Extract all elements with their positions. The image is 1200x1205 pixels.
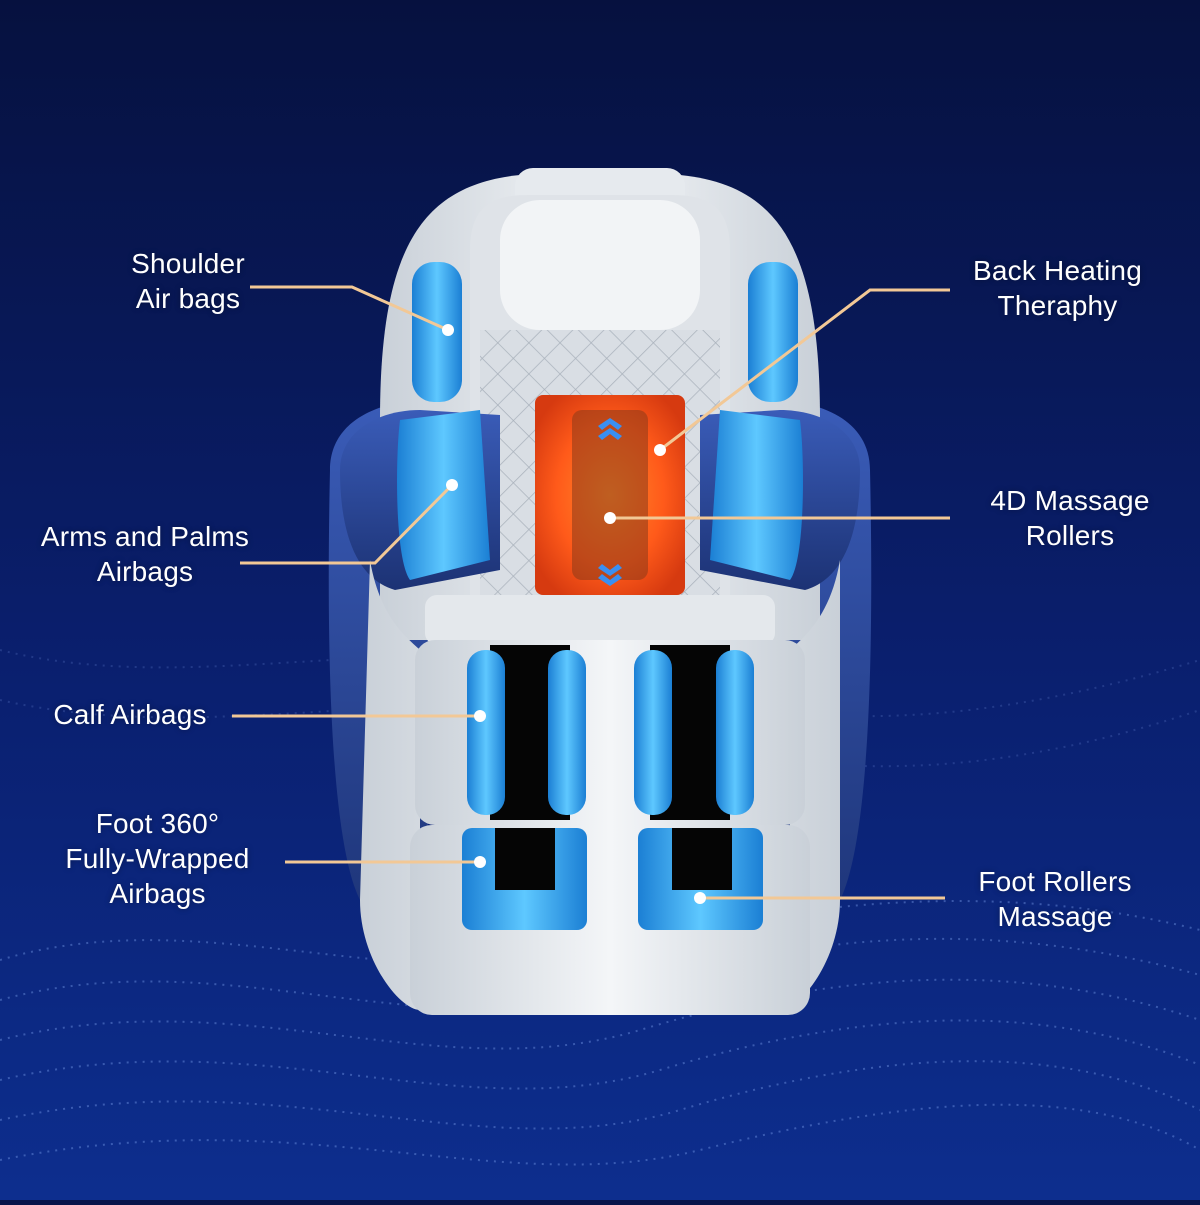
- label-back-heating: Back Heating Theraphy: [973, 255, 1142, 321]
- calf-airbag-3: [634, 650, 672, 815]
- label-calf-airbags: Calf Airbags: [53, 699, 207, 730]
- calf-airbag-4: [716, 650, 754, 815]
- calf-airbag-1: [467, 650, 505, 815]
- dot-foot-wrap: [474, 856, 486, 868]
- label-arms-palms-airbags: Arms and Palms Airbags: [40, 521, 250, 587]
- dot-arms: [446, 479, 458, 491]
- leader-shoulder: [250, 285, 449, 332]
- foot-inner-left: [495, 828, 555, 890]
- foot-inner-right: [672, 828, 732, 890]
- dot-rollers: [604, 512, 616, 524]
- leader-dots: [442, 324, 706, 904]
- roller-track: [572, 410, 648, 580]
- calf-airbag-2: [548, 650, 586, 815]
- leader-arms: [240, 483, 454, 565]
- label-foot-rollers: Foot Rollers Massage: [978, 866, 1132, 932]
- pillow: [500, 200, 700, 330]
- leader-back-heat: [659, 288, 950, 452]
- shoulder-airbag-right: [748, 262, 798, 402]
- dot-shoulder: [442, 324, 454, 336]
- roller-arrows: [598, 418, 622, 586]
- arm-airbag-right: [710, 410, 803, 580]
- leader-lines: [232, 285, 950, 900]
- label-shoulder-airbags: Shoulder Air bags: [131, 248, 245, 314]
- label-foot-wrapped-airbags: Foot 360° Fully-Wrapped Airbags: [65, 808, 250, 909]
- dot-foot-rollers: [694, 892, 706, 904]
- dot-back-heat: [654, 444, 666, 456]
- label-4d-rollers: 4D Massage Rollers: [990, 485, 1150, 551]
- dot-calf: [474, 710, 486, 722]
- seat-cushion: [425, 595, 775, 645]
- shoulder-airbag-left: [412, 262, 462, 402]
